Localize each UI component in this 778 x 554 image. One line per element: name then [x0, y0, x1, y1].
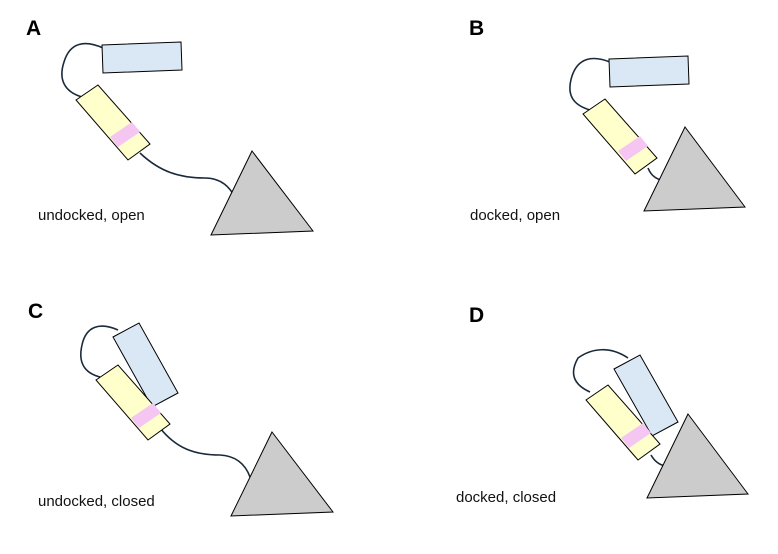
- panel-a-triangle: [210, 150, 314, 236]
- panel-a-wire-bottom: [139, 152, 236, 198]
- panel-d-pink-band: [621, 423, 651, 448]
- panel-b-label: B: [469, 17, 485, 40]
- panel-d-label: D: [469, 304, 485, 327]
- panel-d-blue-block: [613, 354, 679, 437]
- panel-c-blue-block: [112, 322, 179, 408]
- panel-c-wire-bottom: [159, 427, 251, 478]
- panel-d-triangle: [646, 413, 749, 499]
- panel-b-blue-block: [608, 55, 690, 88]
- panel-d: [572, 348, 749, 499]
- panel-c-caption: undocked, closed: [38, 493, 155, 510]
- panel-d-yellow-block: [585, 384, 661, 461]
- panel-a-pink-band: [110, 122, 140, 147]
- panel-d-wire-top: [572, 348, 629, 393]
- panel-c-label: C: [28, 300, 44, 323]
- panel-a: [61, 41, 314, 236]
- panel-a-blue-block: [101, 41, 183, 74]
- panel-b-triangle: [643, 126, 746, 212]
- panel-c-wire-top: [80, 325, 119, 378]
- panel-b-pink-band: [618, 136, 648, 161]
- panel-d-caption: docked, closed: [456, 489, 557, 506]
- panel-a-label: A: [26, 17, 42, 40]
- panel-a-wire-top: [61, 42, 104, 98]
- panel-b-wire-top: [569, 57, 611, 111]
- panel-c-triangle: [230, 431, 334, 517]
- panel-b-caption: docked, open: [470, 207, 561, 224]
- panel-c-yellow-block: [95, 364, 171, 441]
- panel-b: [569, 55, 746, 212]
- panel-c: [80, 322, 334, 517]
- panel-a-yellow-block: [75, 84, 151, 161]
- panel-c-pink-band: [131, 403, 161, 428]
- panel-a-caption: undocked, open: [38, 207, 145, 224]
- panel-b-yellow-block: [582, 98, 658, 175]
